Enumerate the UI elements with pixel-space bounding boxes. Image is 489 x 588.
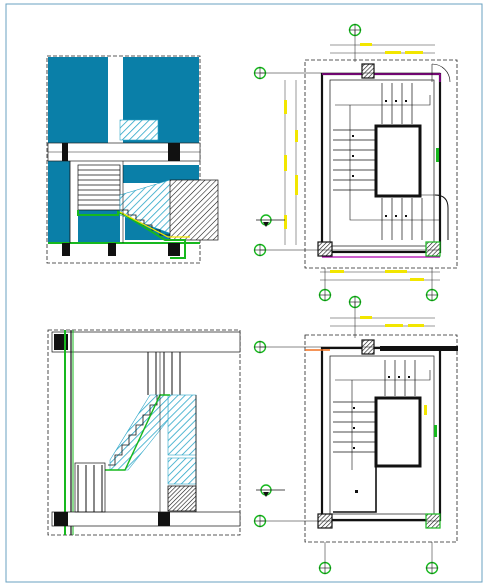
dim-top-lower <box>330 316 435 327</box>
stair-nosing-line <box>120 209 180 236</box>
sheet-border <box>5 3 483 583</box>
hatch-block-top <box>119 119 159 141</box>
walk-line <box>349 105 441 221</box>
plan-lower-frame <box>304 334 458 543</box>
grid-marker-icon <box>253 66 267 80</box>
grid-marker-icon <box>318 561 332 575</box>
level-marker-icon <box>256 484 285 497</box>
grid-marker-group-upper <box>253 23 439 302</box>
dim-left <box>284 80 298 245</box>
green-north-marker <box>436 148 439 162</box>
grid-marker-icon <box>348 295 362 309</box>
column-bottom-right <box>425 241 441 257</box>
teal-panel-mid <box>123 165 199 183</box>
green-rail-lower <box>105 394 170 471</box>
teal-panel-base <box>48 160 70 244</box>
dim-bottom <box>320 270 440 281</box>
stair-well-lower <box>374 396 422 468</box>
white-column <box>108 57 123 143</box>
flight-hatch-diag <box>109 394 169 471</box>
grid-marker-icon <box>425 561 439 575</box>
grid-marker-icon <box>348 23 362 37</box>
flight-hatch-upper <box>167 394 197 456</box>
section-lower <box>47 329 241 536</box>
stair-treads <box>77 164 121 211</box>
stair-well <box>374 124 422 198</box>
grid-marker-icon <box>318 288 332 302</box>
column-bottom-left <box>317 241 333 257</box>
dim-top <box>330 43 435 54</box>
yellow-rail-section <box>119 211 190 238</box>
green-tag-lower <box>434 425 437 437</box>
section-lower-frame <box>47 329 241 536</box>
grid-marker-icon <box>253 514 267 528</box>
section-upper <box>46 55 219 264</box>
flight-hatch-lower <box>167 457 197 485</box>
grid-marker-icon <box>253 243 267 257</box>
column-top-right <box>361 63 375 79</box>
plan-lower <box>260 302 458 563</box>
hatch-block-right <box>169 179 219 241</box>
grid-marker-group-lower <box>253 295 439 575</box>
magenta-rail-top <box>322 73 441 82</box>
grid-marker-icon <box>425 288 439 302</box>
level-marker-icon <box>256 214 285 227</box>
door-swing <box>431 63 451 83</box>
teal-panel-left <box>48 57 108 143</box>
grid-marker-icon <box>253 340 267 354</box>
plan-upper-frame <box>304 59 458 269</box>
plan-upper <box>260 30 458 290</box>
